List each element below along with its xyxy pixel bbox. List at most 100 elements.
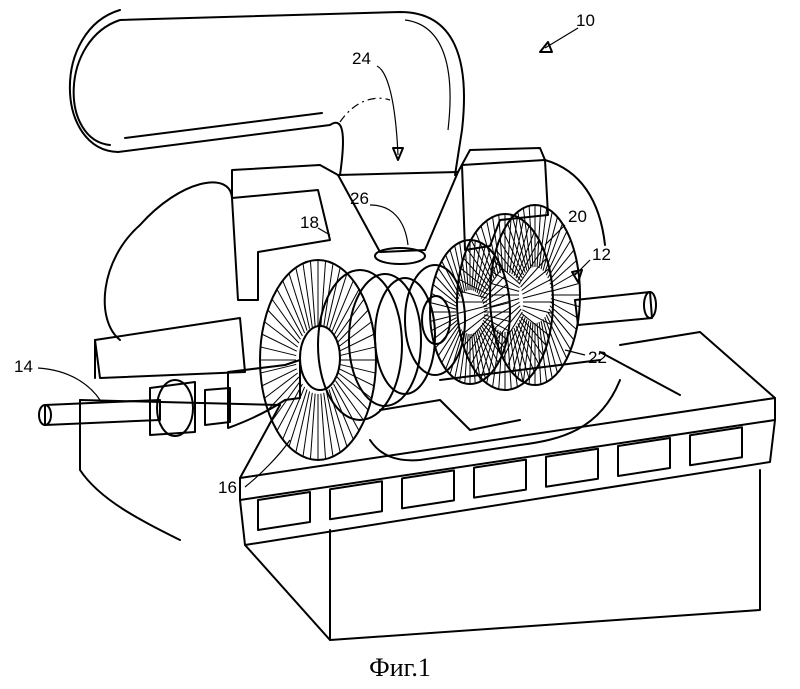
blade-line <box>538 321 548 382</box>
blade-line <box>522 290 553 299</box>
base-cell <box>329 480 383 521</box>
blade-line <box>288 273 308 331</box>
blade-line <box>478 329 495 370</box>
blade-line <box>528 322 534 385</box>
label-20: 20 <box>568 207 587 226</box>
blade-line <box>549 260 577 285</box>
blade-line <box>430 314 457 322</box>
blade-line <box>481 275 506 302</box>
blade-line <box>333 289 360 337</box>
blade-line <box>545 231 568 276</box>
label-18: 18 <box>300 213 319 232</box>
inlet-cone <box>337 171 459 265</box>
blade-line <box>545 314 568 359</box>
blade-line <box>336 376 369 411</box>
blade-line <box>520 316 547 347</box>
blade-line <box>434 275 459 302</box>
blade-line <box>518 248 544 285</box>
blade-line <box>338 321 372 348</box>
blade-line <box>481 322 506 349</box>
label-22: 22 <box>588 348 607 367</box>
blade-line <box>492 216 501 274</box>
blade-line <box>491 271 520 289</box>
blade-line <box>432 284 458 304</box>
blade-line <box>271 298 301 340</box>
blade-line <box>480 325 503 357</box>
blade-line <box>502 314 525 359</box>
blade-line <box>276 383 303 431</box>
blade-line <box>483 314 510 322</box>
blade-line <box>330 386 354 440</box>
blade-line <box>330 280 354 334</box>
blade-line <box>490 282 520 292</box>
blade-line <box>498 214 504 273</box>
label-24: 24 <box>352 49 371 68</box>
blade-line <box>517 211 530 270</box>
blade-line <box>509 216 518 274</box>
blade-line <box>528 205 534 268</box>
base-frame-cells <box>257 426 743 531</box>
base-cell <box>473 458 527 499</box>
blade-line <box>549 305 577 330</box>
rotor-blade-disks <box>259 204 581 461</box>
blade-line <box>522 208 532 269</box>
blade-line <box>540 320 553 379</box>
blade-line <box>276 289 303 337</box>
blade-line <box>302 263 313 328</box>
blade-line <box>464 240 469 291</box>
base-cell <box>545 447 599 488</box>
blade-line <box>437 325 460 357</box>
blade-line <box>431 317 457 332</box>
blade-line <box>522 321 532 382</box>
blade-line <box>511 329 524 384</box>
blade-line <box>550 282 580 292</box>
blade-line <box>267 309 300 344</box>
label-16: 16 <box>218 478 237 497</box>
blade-line <box>478 254 495 295</box>
blade-line <box>339 363 376 374</box>
blade-line <box>547 311 572 351</box>
blade-line <box>264 372 298 399</box>
blade-line <box>490 298 520 308</box>
blade-line <box>474 245 486 292</box>
blade-line <box>339 346 376 357</box>
blade-line <box>495 249 522 282</box>
blade-line <box>480 267 503 299</box>
blade-line <box>540 211 553 270</box>
blade-line <box>261 368 297 387</box>
blade-line <box>459 242 467 291</box>
blade-line <box>542 319 558 374</box>
blade-line <box>547 239 572 279</box>
blade-line <box>483 317 509 332</box>
blade-line <box>445 329 462 370</box>
blade-line <box>434 322 459 349</box>
blade-line <box>430 302 457 310</box>
rotor-shaft <box>38 291 657 437</box>
blade-line <box>473 333 481 382</box>
blade-line <box>507 223 526 273</box>
blade-line <box>445 254 462 295</box>
blade-line <box>536 205 542 268</box>
blade-line <box>449 249 464 294</box>
blade-line <box>498 331 504 390</box>
label-12: 12 <box>592 245 611 264</box>
blade-line <box>339 368 375 387</box>
lower-casing <box>79 317 281 541</box>
blade-line <box>476 330 491 375</box>
blade-line <box>460 313 489 337</box>
blade-line <box>320 393 327 460</box>
blade-line <box>498 311 523 351</box>
blade-line <box>512 319 528 374</box>
blade-line <box>536 322 542 385</box>
blade-line <box>466 248 492 285</box>
blade-line <box>302 392 313 457</box>
blade-line <box>295 267 311 329</box>
blade-line <box>267 376 300 411</box>
blade-line <box>335 298 365 340</box>
figure-caption: Фиг.1 <box>369 653 431 682</box>
base-frame <box>239 331 776 641</box>
blade-line <box>457 305 488 314</box>
blade-line <box>323 392 334 457</box>
blade-line <box>441 260 461 297</box>
